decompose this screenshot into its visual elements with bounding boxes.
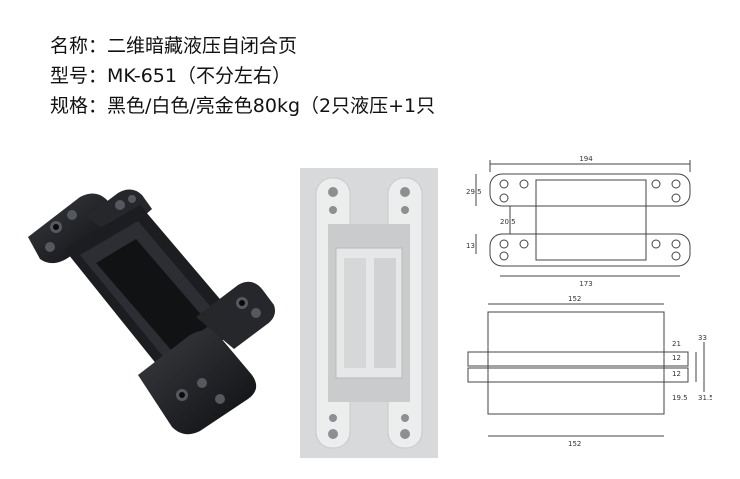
dim-top-length: 152 bbox=[568, 295, 581, 303]
dim-bottom-length: 152 bbox=[568, 440, 581, 448]
white-hinge-photo bbox=[300, 168, 438, 458]
dim-inner-length: 173 bbox=[579, 280, 592, 288]
dim-bracket-height: 29.5 bbox=[466, 188, 482, 196]
product-name-line: 名称：二维暗藏液压自闭合页 bbox=[50, 35, 298, 57]
black-hinge-image bbox=[28, 189, 275, 435]
dim-12a: 12 bbox=[672, 354, 681, 362]
product-model-line: 型号：MK-651（不分左右） bbox=[50, 65, 291, 87]
dim-gap: 20.5 bbox=[500, 218, 516, 226]
dim-21: 21 bbox=[672, 340, 681, 348]
technical-drawing: 194 173 29.5 20.5 13 152 152 21 33 12 12… bbox=[466, 155, 712, 448]
black-hinge-photo bbox=[20, 185, 278, 435]
side-view-outline bbox=[487, 311, 665, 415]
bottom-bracket-outline bbox=[489, 233, 691, 267]
dim-31-5: 31.5 bbox=[698, 394, 712, 402]
dim-overall-width: 194 bbox=[579, 155, 593, 163]
body-outline bbox=[535, 179, 647, 261]
dim-mount-height: 13 bbox=[466, 242, 475, 250]
dim-33: 33 bbox=[698, 334, 707, 342]
top-bracket-outline bbox=[489, 173, 691, 207]
dim-12b: 12 bbox=[672, 370, 681, 378]
white-hinge-image bbox=[315, 177, 423, 449]
product-spec-line: 规格：黑色/白色/亮金色80kg（2只液压+1只 bbox=[50, 95, 436, 117]
dim-19-5: 19.5 bbox=[672, 394, 688, 402]
